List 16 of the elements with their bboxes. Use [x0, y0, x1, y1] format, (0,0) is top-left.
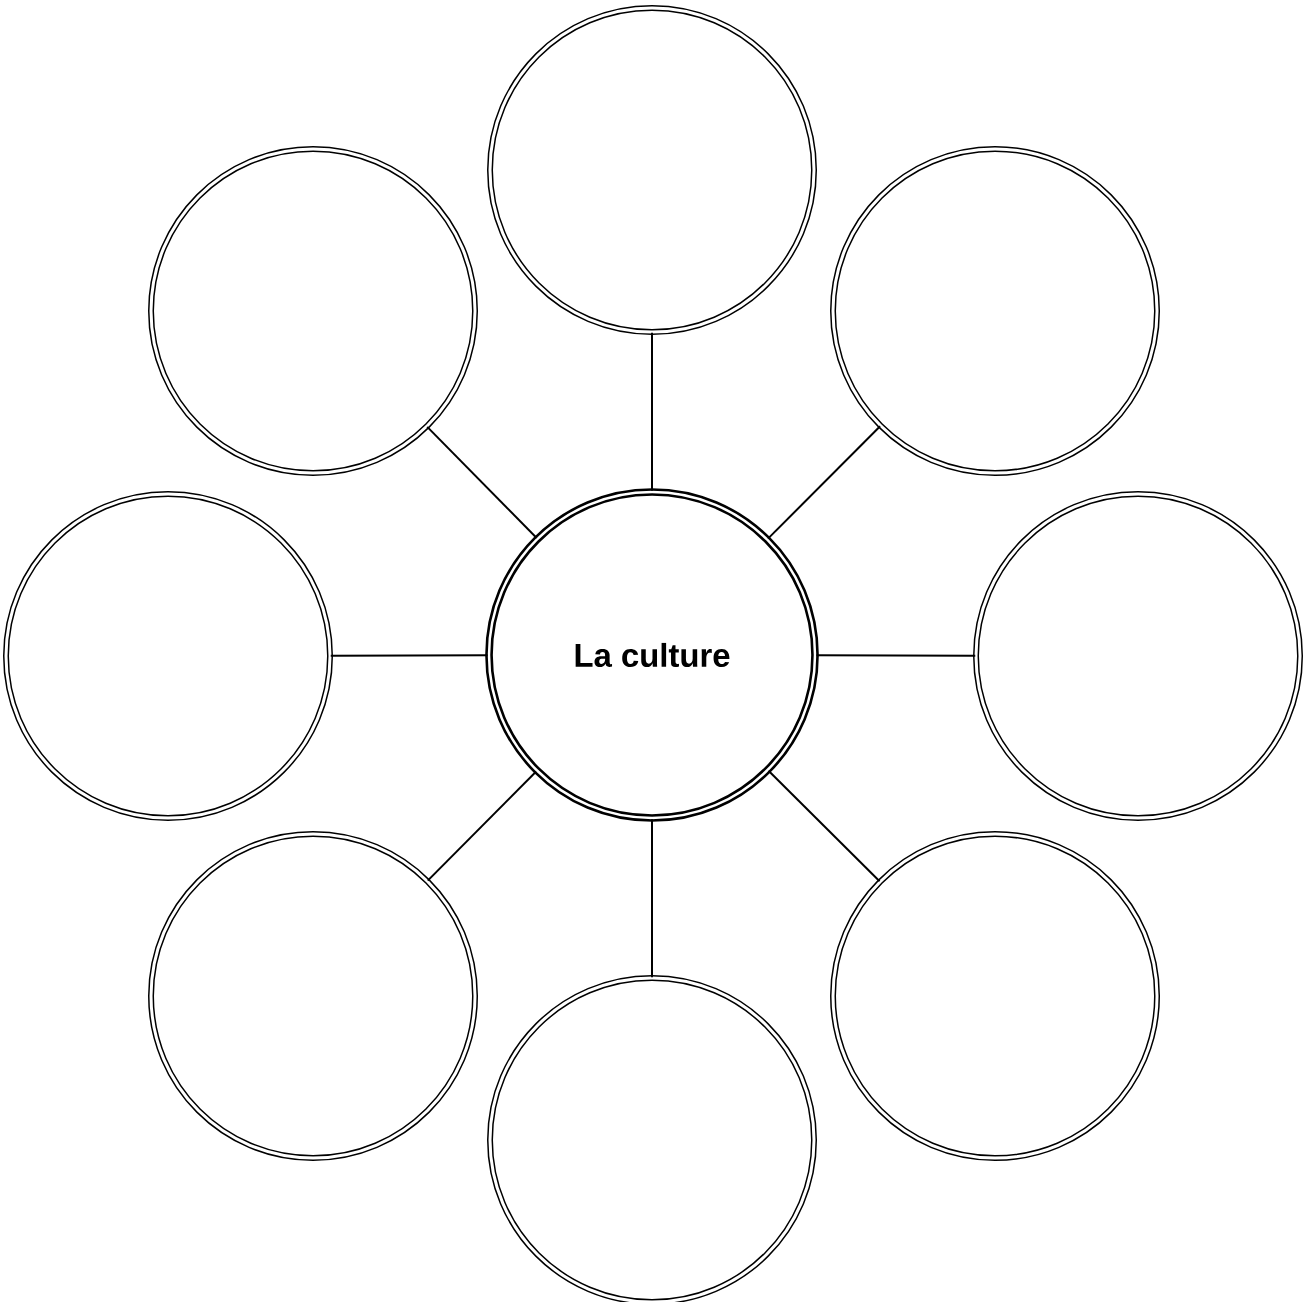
- connector-line: [426, 425, 538, 539]
- empty-circle: [830, 831, 1160, 1161]
- connector-line: [767, 425, 882, 540]
- empty-circle: [487, 5, 817, 335]
- empty-circle: [973, 491, 1303, 821]
- connector-line: [426, 770, 538, 882]
- empty-circle: [148, 831, 478, 1161]
- empty-circle: [148, 146, 478, 476]
- empty-circle: [3, 491, 333, 821]
- connector-line: [815, 654, 977, 657]
- empty-circle: [830, 146, 1160, 476]
- connector-line: [651, 818, 653, 979]
- connector-line: [651, 331, 653, 492]
- connector-line: [329, 654, 489, 657]
- empty-circle: [487, 975, 817, 1302]
- connector-line: [767, 769, 881, 883]
